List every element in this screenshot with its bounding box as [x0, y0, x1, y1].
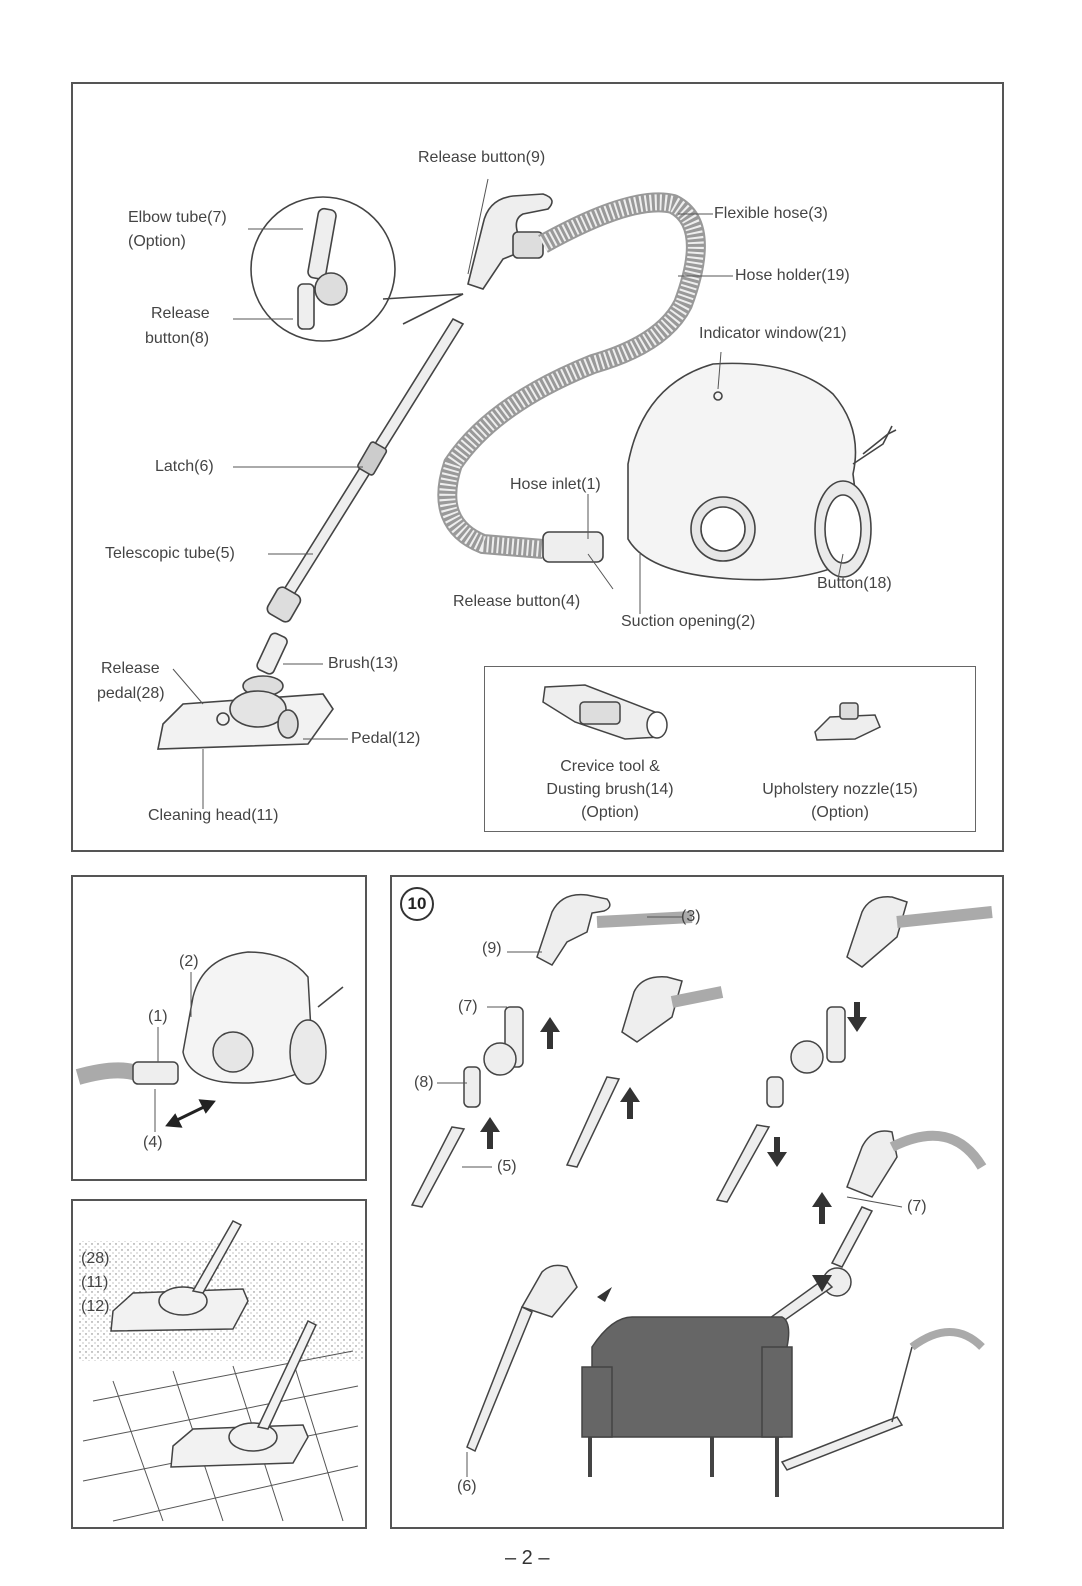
label-brush: Brush(13)	[328, 655, 399, 672]
accessories-box: Crevice tool & Dusting brush(14) (Option…	[484, 666, 976, 832]
label-cleaning-head: Cleaning head(11)	[148, 807, 279, 824]
label-hose-inlet: Hose inlet(1)	[510, 476, 601, 493]
label-crevice-c: (Option)	[581, 804, 639, 821]
label-elbow-tube: Elbow tube(7)	[128, 209, 227, 226]
step-number-badge: 10	[400, 887, 434, 921]
label-latch: Latch(6)	[155, 458, 214, 475]
label-release-button-9: Release button(9)	[418, 149, 546, 166]
page-number: – 2 –	[505, 1547, 550, 1569]
label-n2: (2)	[179, 953, 199, 970]
label-n4: (4)	[143, 1134, 163, 1151]
label-upholstery-b: (Option)	[811, 804, 869, 821]
label-flexible-hose: Flexible hose(3)	[714, 205, 828, 222]
label-n9: (9)	[482, 940, 502, 957]
label-n6: (6)	[457, 1478, 477, 1495]
label-upholstery-a: Upholstery nozzle(15)	[762, 781, 918, 798]
label-button-18: Button(18)	[817, 575, 892, 592]
label-n7a: (7)	[458, 998, 478, 1015]
label-release-pedal-a: Release	[101, 660, 160, 677]
label-n11: (11)	[81, 1274, 109, 1291]
label-n7b: (7)	[907, 1198, 927, 1215]
label-n1: (1)	[148, 1008, 168, 1025]
label-hose-holder: Hose holder(19)	[735, 267, 850, 284]
label-release-button-4: Release button(4)	[453, 593, 581, 610]
label-pedal: Pedal(12)	[351, 730, 421, 747]
step-10-panel: 10	[390, 875, 1004, 1529]
label-indicator-window: Indicator window(21)	[699, 325, 847, 342]
label-n28: (28)	[81, 1250, 110, 1267]
label-telescopic-tube: Telescopic tube(5)	[105, 545, 235, 562]
label-suction-opening: Suction opening(2)	[621, 613, 756, 630]
hose-attach-illustration	[75, 951, 344, 1132]
label-n3: (3)	[681, 908, 701, 925]
label-release-8-a: Release	[151, 305, 210, 322]
floor-cleaning-illustration	[78, 1220, 363, 1522]
label-release-8-b: button(8)	[145, 330, 210, 347]
vacuum-parts-illustration	[157, 178, 897, 809]
hose-attach-panel: (2) (1) (4)	[71, 875, 367, 1181]
label-crevice-b: Dusting brush(14)	[546, 781, 674, 798]
step-10-illustration	[410, 893, 993, 1497]
label-elbow-option: (Option)	[128, 233, 186, 250]
label-n8: (8)	[414, 1074, 434, 1091]
accessories-illustration	[542, 684, 881, 741]
label-release-pedal-b: pedal(28)	[97, 685, 165, 702]
label-n5: (5)	[497, 1158, 517, 1175]
label-crevice-a: Crevice tool &	[560, 758, 660, 775]
label-n12: (12)	[81, 1298, 110, 1315]
floor-cleaning-panel: (28) (11) (12)	[71, 1199, 367, 1529]
parts-diagram-panel: Release button(9) Flexible hose(3) Elbow…	[71, 82, 1004, 852]
